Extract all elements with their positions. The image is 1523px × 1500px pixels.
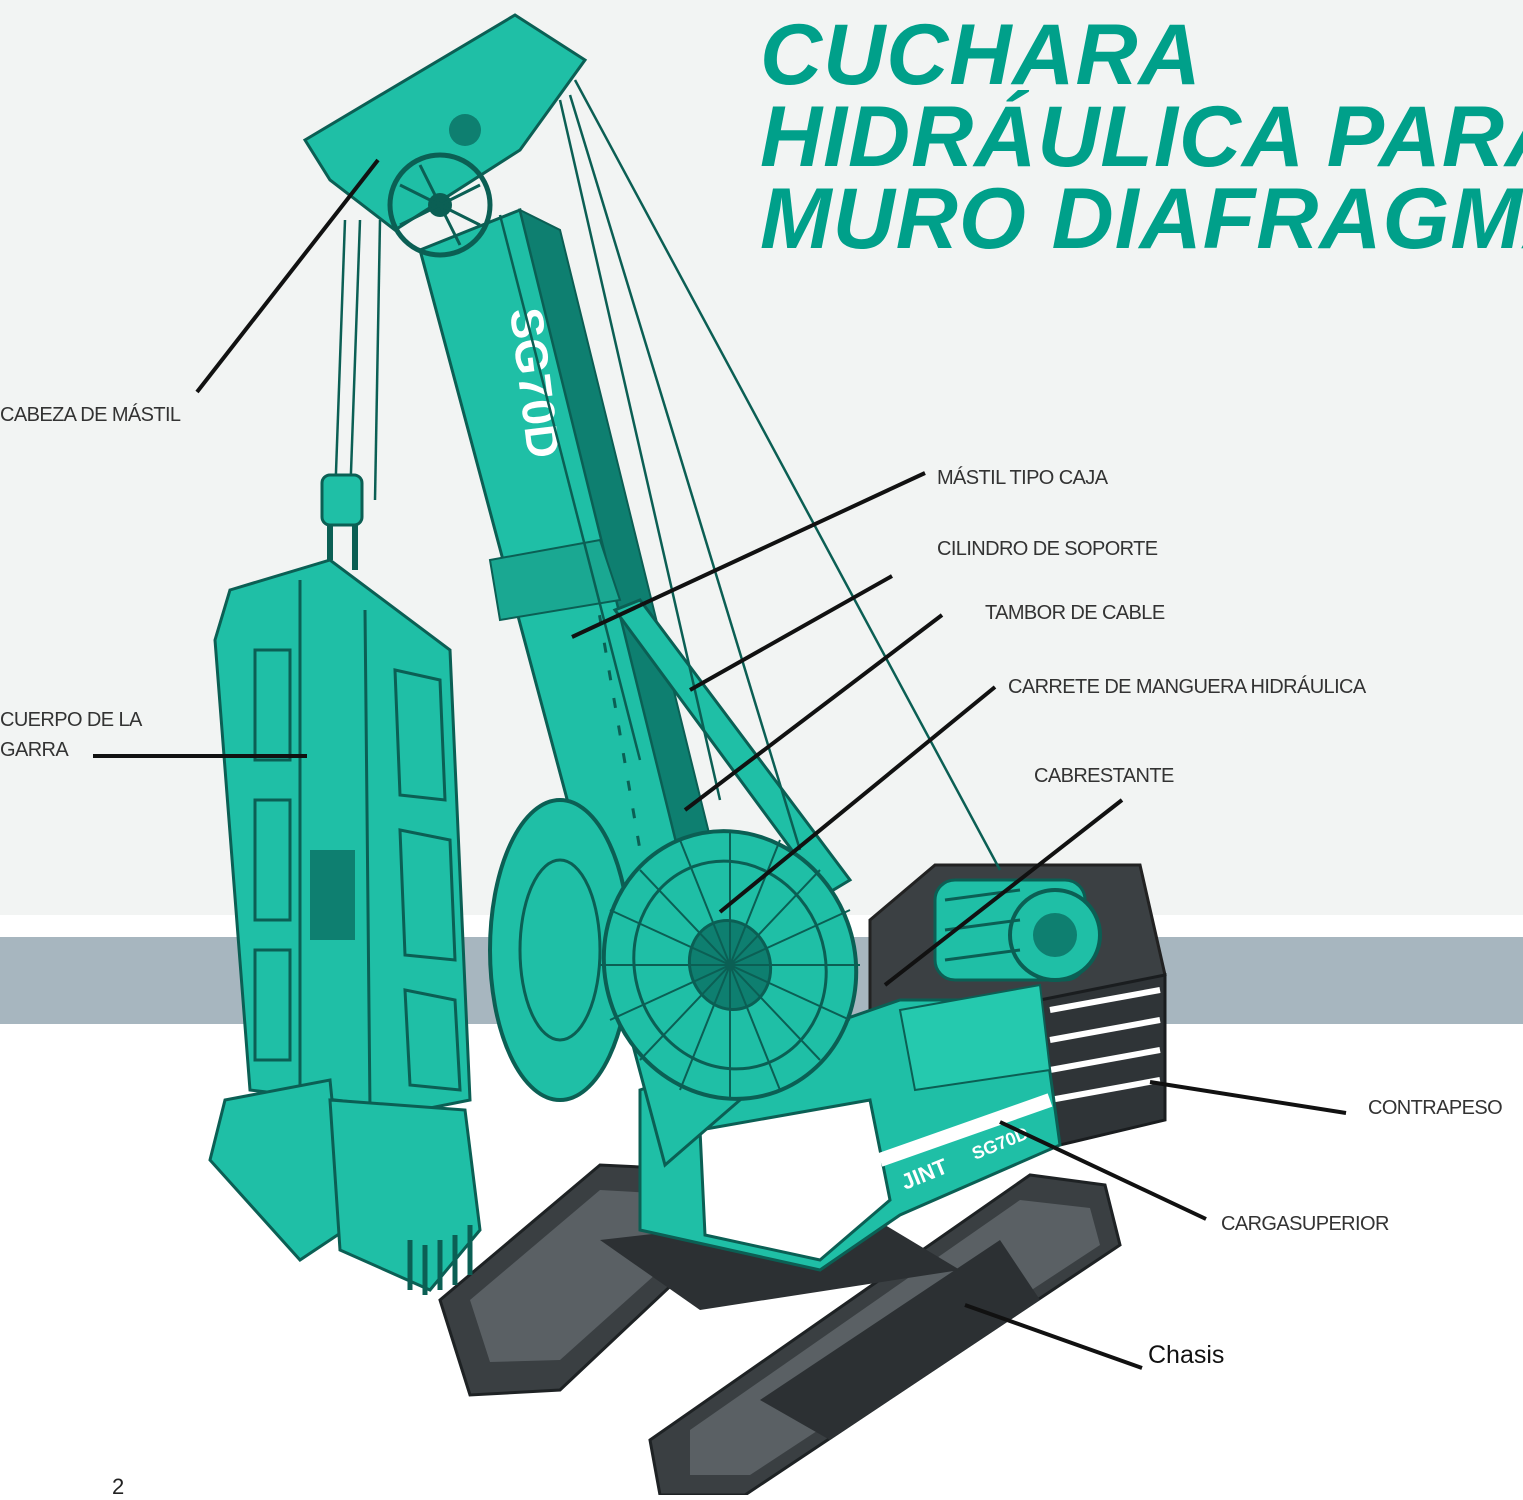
title-line-1: CUCHARA — [760, 7, 1202, 103]
leader-lines — [93, 158, 1347, 1370]
hose-reel — [600, 829, 860, 1101]
leader-cable-drum — [683, 613, 944, 812]
label-grab-body-line1: CUERPO DE LA — [0, 709, 142, 731]
label-counterweight: CONTRAPESO — [1368, 1097, 1503, 1119]
page-title: CUCHARA HIDRÁULICA PARA MURO DIAFRAGMA — [760, 7, 1523, 267]
leader-box-mast — [571, 471, 926, 639]
label-grab-body-line2: GARRA — [0, 739, 69, 761]
leader-chassis — [964, 1303, 1143, 1370]
label-upper-carriage: CARGASUPERIOR — [1221, 1213, 1389, 1235]
clamshell-bucket — [208, 1078, 482, 1295]
grab-body — [213, 473, 472, 1112]
winch — [933, 878, 1102, 982]
label-winch: CABRESTANTE — [1034, 765, 1174, 787]
label-chassis: Chasis — [1148, 1341, 1225, 1369]
leader-support-cylinder — [689, 574, 893, 692]
label-box-mast: MÁSTIL TIPO CAJA — [937, 467, 1108, 489]
title-line-3: MURO DIAFRAGMA — [760, 171, 1523, 267]
leader-upper-carriage — [999, 1120, 1207, 1221]
title-line-2: HIDRÁULICA PARA — [760, 89, 1523, 185]
leader-hose-reel — [718, 685, 997, 914]
label-support-cylinder: CILINDRO DE SOPORTE — [937, 538, 1158, 560]
leader-counterweight — [1149, 1080, 1347, 1115]
leader-winch — [883, 798, 1124, 987]
cable-drum — [488, 798, 632, 1102]
label-hose-reel: CARRETE DE MANGUERA HIDRÁULICA — [1008, 676, 1366, 698]
leader-mast-head — [195, 158, 380, 394]
page-number: 2 — [112, 1474, 125, 1499]
label-cable-drum: TAMBOR DE CABLE — [985, 602, 1165, 624]
label-mast-head: CABEZA DE MÁSTIL — [0, 404, 181, 426]
mast-head — [302, 13, 588, 258]
